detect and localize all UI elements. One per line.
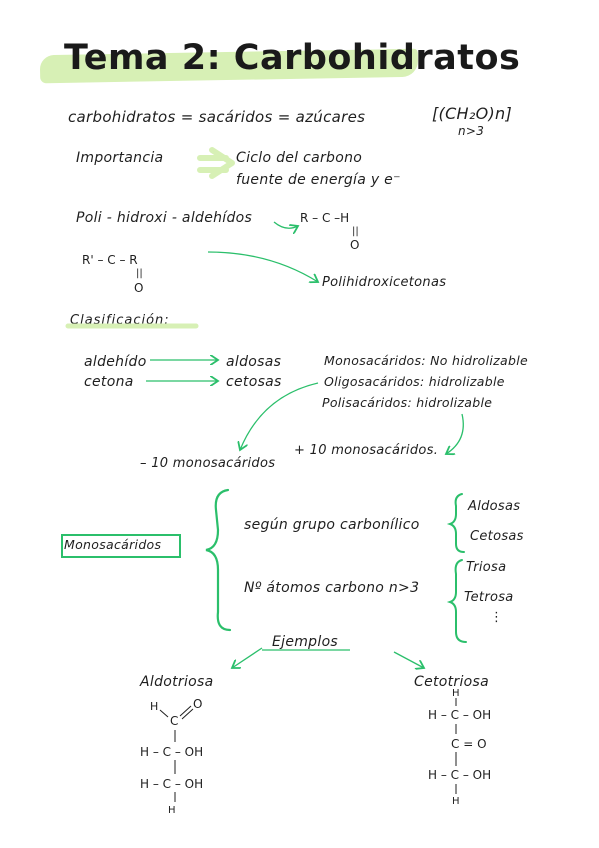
aldotriosa-row-2: H – C – OH (140, 745, 204, 759)
cetotriosa-name: Cetotriosa (414, 674, 490, 690)
importance-label: Importancia (76, 150, 164, 166)
cetotriosa-arrow-icon (393, 651, 424, 668)
cetotriosa-bottom-h: H (452, 796, 460, 807)
aldotriosa-carbonyl-o: O (193, 697, 203, 711)
importance-item-1: Ciclo del carbono (236, 150, 363, 166)
cetotriosa-top-h: H (452, 688, 460, 699)
polysaccharide-arrow-icon (446, 413, 464, 454)
ketone-formula-top: R' – C – R (82, 253, 138, 267)
aldehydes-label: Poli - hidroxi - aldehídos (76, 210, 253, 226)
classification-cetona: cetona (84, 374, 134, 390)
definition-formula: [(CH₂O)n] (432, 104, 513, 123)
aldehyde-formula-oxygen: O (350, 238, 360, 252)
page-title: Tema 2: Carbohidratos (64, 38, 521, 78)
aldotriosa-bonds (159, 705, 194, 802)
main-brace-icon (205, 488, 232, 632)
definition-text: carbohidratos = sacáridos = azúcares (68, 108, 366, 126)
carbonyl-brace-icon (446, 493, 465, 553)
aldehyde-arrow-icon (273, 221, 298, 228)
option-tetrosa: Tetrosa (464, 590, 514, 605)
cetotriosa-row-3: H – C – OH (428, 768, 492, 782)
aldotriosa-row-3: H – C – OH (140, 777, 204, 791)
aldehyde-formula-top: R – C –H (300, 211, 350, 225)
less-than-ten: – 10 monosacáridos (140, 456, 276, 471)
aldotriosa-arrow-icon (232, 647, 263, 668)
aldotriosa-bottom-h: H (168, 805, 176, 816)
importance-item-2: fuente de energía y e⁻ (236, 172, 401, 188)
option-ellipsis: ⋮ (490, 610, 504, 625)
criterion-carbon-atoms: Nº átomos carbono n>3 (244, 580, 420, 596)
ketone-arrow-icon (207, 251, 318, 282)
ketones-label: Polihidroxicetonas (322, 275, 447, 290)
examples-label: Ejemplos (272, 634, 339, 650)
type-polysaccharides: Polisacáridos: hidrolizable (322, 395, 493, 410)
type-monosaccharides: Monosacáridos: No hidrolizable (324, 353, 528, 368)
definition-condition: n>3 (458, 124, 485, 138)
option-cetosas: Cetosas (470, 529, 524, 544)
monosaccharides-box (61, 534, 181, 558)
option-aldosas: Aldosas (468, 499, 521, 514)
more-than-ten: + 10 monosacáridos. (294, 443, 439, 458)
cetotriosa-row-2: C = O (451, 737, 487, 751)
aldehyde-formula-double-bond: || (352, 226, 359, 237)
option-triosa: Triosa (466, 560, 507, 575)
classification-aldehyde: aldehído (84, 354, 147, 370)
monosaccharides-label: Monosacáridos (64, 537, 162, 552)
criterion-carbonyl: según grupo carbonílico (244, 517, 420, 533)
carbon-brace-icon (446, 559, 467, 643)
oligosaccharide-arrow-icon (240, 382, 319, 450)
classification-cetosas: cetosas (226, 374, 282, 390)
ketone-formula-oxygen: O (134, 281, 144, 295)
cetotriosa-row-1: H – C – OH (428, 708, 492, 722)
ketone-formula-double-bond: || (136, 268, 143, 279)
classification-aldosas: aldosas (226, 354, 282, 370)
aldotriosa-carbonyl-c: C (170, 714, 179, 728)
type-oligosaccharides: Oligosacáridos: hidrolizable (324, 374, 505, 389)
aldotriosa-name: Aldotriosa (140, 674, 214, 690)
importance-arrow-icon (197, 147, 235, 179)
aldotriosa-top-h: H (150, 700, 159, 713)
